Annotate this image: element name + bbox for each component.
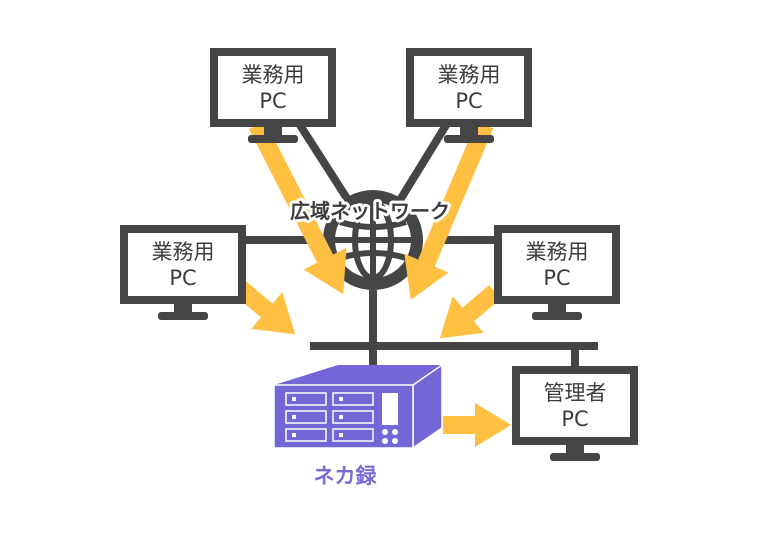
pc-top-left: 業務用 PC [210,48,336,143]
pc-label-line2: PC [561,407,588,431]
pc-admin: 管理者 PC [512,366,638,461]
link-topleft-globe [294,119,352,203]
pc-label-line1: 業務用 [526,240,589,264]
monitor-icon [120,225,246,304]
monitor-icon [494,225,620,304]
pc-label-line1: 業務用 [438,63,501,87]
monitor-icon [512,366,638,445]
globe-icon [323,190,423,290]
pc-label-line2: PC [455,89,482,113]
arrow-midright [439,285,501,339]
server-rack-icon [273,363,443,450]
link-topright-globe [396,119,452,203]
pc-label-line2: PC [543,266,570,290]
pc-mid-left: 業務用 PC [120,225,246,320]
arrow-to-admin [443,403,511,447]
network-label: 広域ネットワーク [290,199,450,223]
pc-mid-right: 業務用 PC [494,225,620,320]
arrow-topright [404,121,494,300]
arrow-topleft [248,120,347,295]
monitor-icon [210,48,336,127]
pc-label-line2: PC [259,89,286,113]
data-flow-arrows [234,120,511,447]
pc-top-right: 業務用 PC [406,48,532,143]
monitor-icon [406,48,532,127]
pc-label-line2: PC [169,266,196,290]
recorder-label: ネカ録 [314,464,378,488]
pc-label-line1: 業務用 [152,240,215,264]
pc-label-line1: 管理者 [544,381,607,405]
pc-label-line1: 業務用 [242,63,305,87]
